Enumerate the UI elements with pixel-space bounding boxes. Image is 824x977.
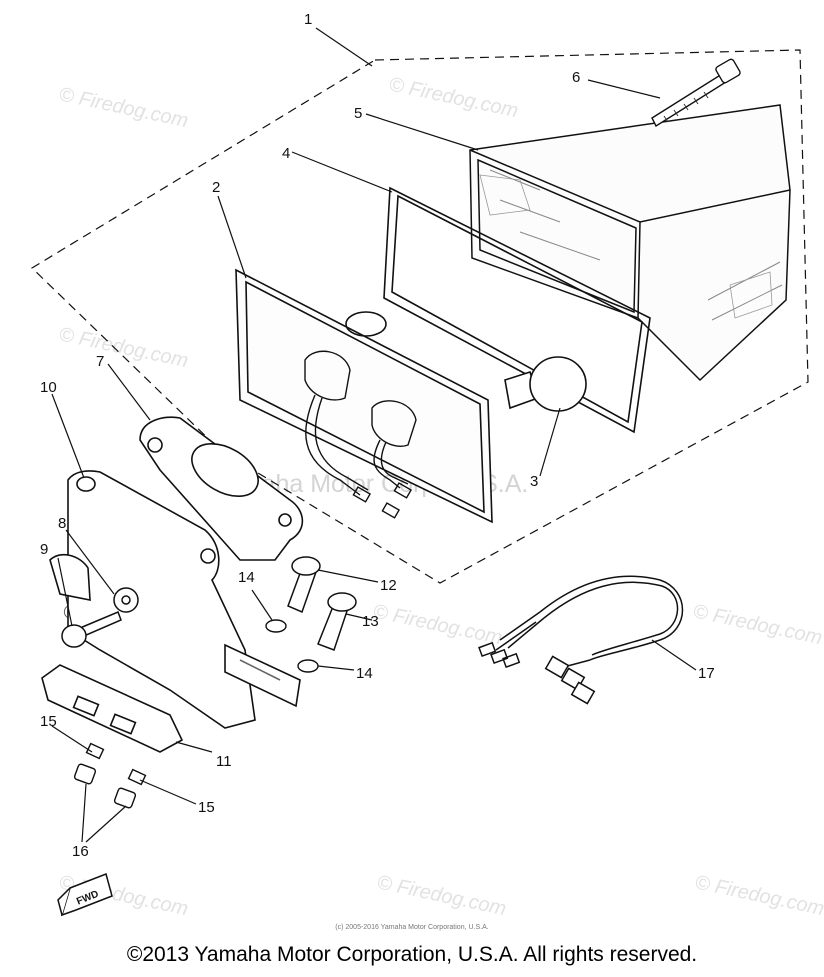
watermark: © Firedog.com [693,871,824,920]
small-copyright: (c) 2005-2016 Yamaha Motor Corporation, … [335,924,489,931]
screw [651,58,741,128]
bulb [504,356,587,412]
fwd-arrow-icon: FWD [57,872,113,917]
callout-16: 16 [72,843,89,860]
callout-10: 10 [40,379,57,396]
socket-wires [304,350,417,519]
watermark: © Firedog.com [375,871,508,920]
washer [113,587,139,613]
leader-lines [51,27,697,843]
wire-harness [478,575,684,705]
callout-12: 12 [380,577,397,594]
gasket [383,186,651,434]
callout-1: 1 [304,11,312,28]
watermark: © Firedog.com [691,600,824,649]
callout-11: 11 [216,753,232,770]
callout-14-upper: 14 [238,569,255,586]
callout-2: 2 [212,179,220,196]
footer-copyright: ©2013 Yamaha Motor Corporation, U.S.A. A… [126,943,698,966]
callout-14-lower: 14 [356,665,373,682]
lens [469,104,791,382]
callout-6: 6 [572,69,580,86]
housing [235,268,493,524]
callout-3: 3 [530,473,538,490]
callout-4: 4 [282,145,290,162]
callout-15-upper: 15 [40,713,57,730]
watermark: © Firedog.com [57,323,190,372]
callout-17: 17 [698,665,715,682]
callout-13: 13 [362,613,379,630]
collar-bolts [287,556,357,651]
callout-labels: 1 2 3 4 5 6 7 8 9 10 11 12 13 14 14 15 1… [40,11,715,860]
holder-bracket [139,416,304,561]
callout-5: 5 [354,105,362,122]
plate-light [41,643,301,753]
callout-8: 8 [58,515,66,532]
assembly-outline [31,49,809,584]
callout-7: 7 [96,353,104,370]
bolt [61,611,122,648]
watermark: © Firedog.com [57,83,190,132]
nuts [265,619,319,673]
callout-9: 9 [40,541,48,558]
watermark: © Firedog.com [387,73,520,122]
small-nuts [73,742,147,809]
watermark: © Firedog.com [371,600,504,649]
callout-15-lower: 15 [198,799,215,816]
